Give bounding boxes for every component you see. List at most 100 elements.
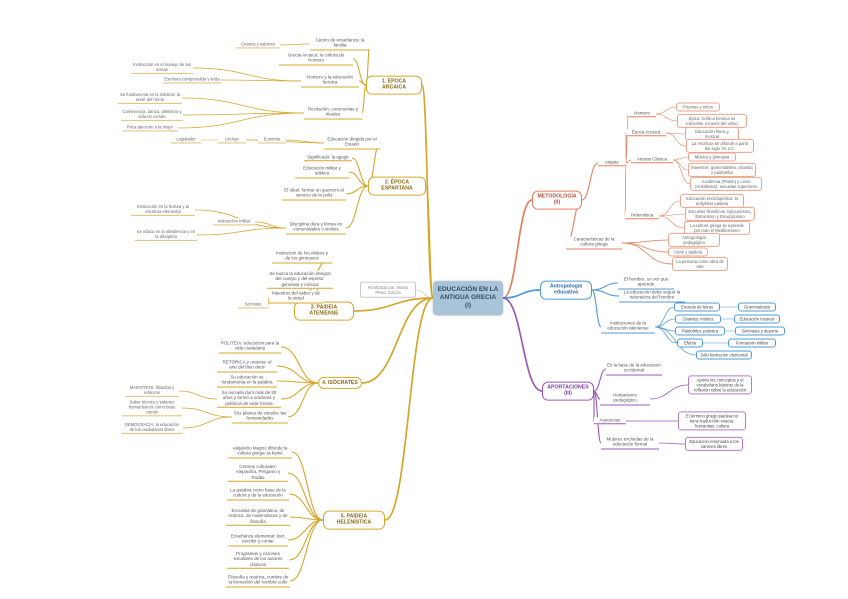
palabra-base[interactable]: Su educación se fundamenta en la palabra (217, 374, 277, 388)
epica-verso[interactable]: Épica: la ética heroica se transmite a t… (677, 113, 747, 129)
segun-naturaleza[interactable]: La educación debe seguir la naturaleza d… (619, 289, 685, 303)
persona-obra-arte[interactable]: La persona como obra de arte (672, 256, 728, 272)
branch-2-epoca-espartana[interactable]: 2. ÉPOCA ESPARTANA (368, 176, 426, 196)
base-occidental[interactable]: Es la base de la educación occidental (606, 362, 662, 376)
atenas-clasica[interactable]: Atenas Clásica (631, 156, 673, 164)
convivencia-danza[interactable]: Convivencia, danza, atletismo y vida en … (121, 108, 183, 122)
licurgo[interactable]: Licurgo (218, 136, 246, 144)
programas-canones[interactable]: Programas y cánones escolares de los aut… (227, 550, 289, 570)
epoca-arcaica-etapa[interactable]: Época Arcaica (626, 129, 666, 137)
escuelas-gramatica[interactable]: Escuelas de gramática, de retórica, de m… (226, 507, 290, 527)
instruccion-militar[interactable]: Instrucción militar (213, 218, 255, 226)
grecia-homero[interactable]: Grecia Arcaica: la cultura de Homero (279, 52, 353, 66)
caracteristicas-cultura[interactable]: Características de la cultura griega (566, 236, 622, 250)
educacion-musical[interactable]: Educación musical (734, 314, 780, 324)
connector-branch-5-paideia-helenistica (384, 297, 434, 521)
maestros-atenas[interactable]: Maestros: grammatistés, citarista y paid… (688, 162, 756, 178)
planes-estudio[interactable]: Sus planes de estudio: las humanidades (232, 410, 288, 424)
ser-educable[interactable]: El hombre, un ser que aprende (618, 276, 674, 290)
academia-liceo[interactable]: Academia (Platón) y Liceo (Aristóteles):… (690, 176, 762, 192)
maestros-saber[interactable]: Maestros del saber y de la virtud (269, 290, 323, 304)
poca-atencion-mujer[interactable]: Poca atención a la mujer (122, 124, 178, 132)
ideal-guerrero[interactable]: El ideal: formar un guerrero al servicio… (282, 187, 346, 201)
eunomia[interactable]: Eunomía (258, 136, 286, 144)
grammatistes[interactable]: Grammatistés (738, 302, 776, 312)
ausencias[interactable]: Ausencias (594, 417, 626, 425)
retorica-oratoria[interactable]: RETÓRICA y oratoria: el arte del bien de… (217, 359, 277, 373)
connector-democracia (182, 416, 233, 429)
maestros-retoricos[interactable]: MAESTROS: filósofos y retóricos (125, 384, 179, 398)
centros-culturales[interactable]: Centros culturales: Alejandría, Pérgamo … (228, 463, 288, 483)
filosofia-cumbre[interactable]: Filosofía y retórica, cumbre de la forma… (226, 574, 290, 588)
varones-libres[interactable]: Educación reservada a los varones libres (685, 436, 743, 452)
paidotriba[interactable]: Paidotriba: palestra (675, 326, 725, 336)
etapas[interactable]: etapas (598, 159, 626, 167)
politeia[interactable]: POLITEIA: educación para la vida ciudada… (219, 340, 281, 354)
paideia-sin-traduccion[interactable]: El término griego paideia no tiene tradu… (678, 411, 746, 431)
connector-branch-3-paideia-ateniense (353, 297, 434, 312)
humanismo-pedagogico[interactable]: Humanismo pedagógico (600, 392, 650, 406)
connector-escritura-siglo-vii (665, 132, 687, 147)
citarista[interactable]: Citarista: música (675, 314, 721, 324)
homero[interactable]: Homero (628, 110, 656, 118)
poemas-mitos[interactable]: Poemas y mitos (676, 102, 720, 112)
socrates[interactable]: Sócrates (238, 301, 268, 309)
connector-alejandro-magno (291, 451, 324, 521)
branch-metodologia[interactable]: METODOLOGÍA (II) (532, 190, 582, 210)
helenistica-etapa[interactable]: Helenística (625, 212, 659, 220)
crianza-saberes[interactable]: Crianza y saberes (236, 41, 280, 49)
arete-paideia[interactable]: Areté y paideia (668, 247, 708, 257)
connector-mediterraneo (658, 215, 685, 229)
author-note[interactable]: Realizado por: María Pérez García (360, 281, 416, 299)
formacion-elemental[interactable]: Sólo formación elemental (696, 350, 752, 360)
escritura-siglo-vii[interactable]: La escritura se difunde a partir del sig… (686, 138, 754, 154)
ensenanza-elemental[interactable]: Enseñanza elemental: leer, escribir y co… (228, 533, 288, 547)
antropologia-pedagogica[interactable]: Antropología pedagógica (668, 232, 720, 248)
centro-ensenanza-familiar[interactable]: Centro de enseñanza: la familia (310, 37, 370, 51)
saber-tecnico[interactable]: Saber técnico y saberes humanísticos com… (122, 399, 182, 417)
connector-epica-verso (655, 113, 678, 122)
recitacion-rituales[interactable]: Recitación, ceremonias y rituales (304, 106, 362, 120)
musica-gimnasia[interactable]: Música y gimnasia (688, 152, 736, 162)
educacion-heroica[interactable]: Homero y la educación heroica (301, 74, 359, 88)
mujeres-excluidas[interactable]: Mujeres excluidas de la educación formal (601, 436, 659, 450)
connector-poca-atencion-mujer (177, 112, 305, 129)
nobleza-arete[interactable]: Se fundamenta en la nobleza: la areté de… (118, 91, 182, 105)
escuela-cincuenta[interactable]: Su escuela duró más de 50 años y formó a… (217, 389, 281, 409)
central-topic[interactable]: EDUCACIÓN EN LA ANTIGUA GRECIA (I) (433, 281, 503, 315)
militar-atletica[interactable]: Educación militar y atlética (295, 165, 349, 179)
branch-5-paideia-helenistica[interactable]: 5. PAIDEIA HELENÍSTICA (323, 510, 385, 530)
obediencia[interactable]: Se educa en la obediencia y en la discip… (135, 228, 197, 242)
connector-escritura-leida (220, 79, 302, 82)
lectura-elemental[interactable]: Instrucción en la lectura y la escritura… (131, 203, 195, 217)
vocabulario-educativo[interactable]: Aporta los conceptos y el vocabulario bá… (688, 375, 752, 395)
connector-eunomia (285, 139, 325, 144)
connector-academia-liceo (672, 159, 691, 185)
educacion-integral[interactable]: Se busca la educación integral del cuerp… (267, 270, 333, 290)
escritura-leida[interactable]: Escritura comprendida y leída (163, 76, 221, 84)
escuela-letras[interactable]: Escuela de letras (674, 302, 720, 312)
branch-4-isocrates[interactable]: 4. ISÓCRATES (318, 376, 362, 390)
efebia[interactable]: Efebía (677, 338, 703, 348)
branch-antropologia-educativa[interactable]: Antropología educativa (540, 280, 592, 300)
escuelas-filosoficas[interactable]: Escuelas filosóficas: Epicureísmo, Estoi… (685, 206, 755, 222)
formacion-militar[interactable]: Formación militar (728, 338, 776, 348)
agoge[interactable]: Significado: la agogé (304, 154, 352, 162)
connector-maestros-retoricos (178, 390, 218, 400)
gimnasia-deporte[interactable]: Gimnasia y deporte (735, 326, 785, 336)
disciplina-ferrea[interactable]: Disciplina dura y férrea en comunidades … (286, 221, 346, 235)
legislador[interactable]: Legislador (171, 136, 201, 144)
efebos-gimnasios[interactable]: Institución de los efebos y de los gimna… (272, 250, 332, 264)
estado-educador[interactable]: Educación dirigida por el Estado (324, 136, 380, 150)
connector-nobleza-arete (181, 97, 305, 114)
manejo-armas[interactable]: Instrucción en el manejo de las armas (131, 61, 193, 75)
democracia[interactable]: DEMOCRACIA: la educación de los ciudadan… (121, 421, 183, 435)
instituciones-atenienses[interactable]: Instituciones de la educación ateniense (601, 320, 655, 334)
connector-socrates (267, 296, 270, 306)
palabra-cultura[interactable]: La palabra como base de la cultura y de … (227, 487, 289, 501)
alejandro-magno[interactable]: Alejandro Magno difunde la cultura grieg… (228, 445, 292, 459)
branch-1-epoca-arcaica[interactable]: 1. ÉPOCA ARCAICA (366, 75, 422, 95)
connector-enciclopedica (658, 200, 681, 217)
branch-3-paideia-ateniense[interactable]: 3. PAIDEIA ATENIENSE (294, 301, 354, 321)
branch-aportaciones[interactable]: APORTACIONES (III) (542, 381, 594, 401)
